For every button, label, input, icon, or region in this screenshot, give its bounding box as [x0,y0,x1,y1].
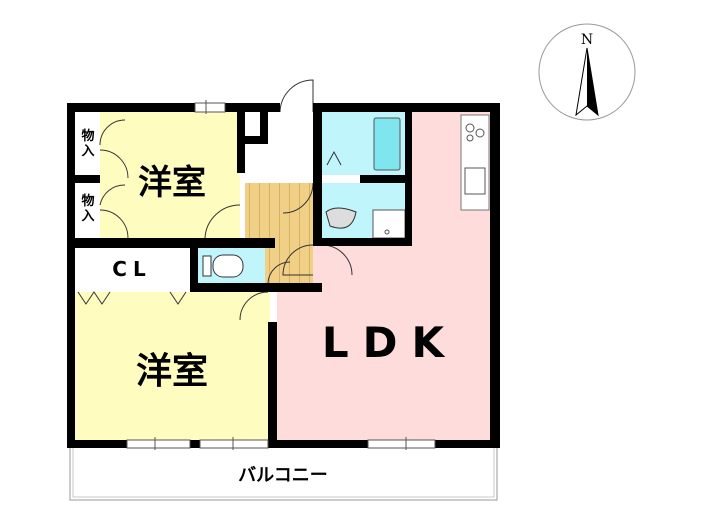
stove-icon [465,123,475,133]
balcony-label: バルコニー [238,465,328,486]
bedroom-lower-label: 洋室 [136,351,208,392]
bedroom-upper-label: 洋室 [138,163,206,203]
toilet-icon [212,254,244,278]
bedroom-lower [75,292,270,442]
windows [126,100,436,450]
bathtub-icon [373,117,401,171]
sink-icon [464,167,486,195]
washbasin-icon [325,207,357,229]
closet [75,248,190,288]
washing-machine-icon [372,209,406,239]
storage-label-1: 物入 [81,128,94,159]
north-label: N [581,32,593,48]
compass: N [538,23,636,121]
kitchen-counter [460,114,490,211]
entrance [268,112,313,183]
ldk-label: LDK [322,318,458,367]
closet-label: CL [112,257,151,281]
walls [67,103,500,448]
storage-label-2: 物入 [81,193,94,224]
doors [77,79,353,321]
